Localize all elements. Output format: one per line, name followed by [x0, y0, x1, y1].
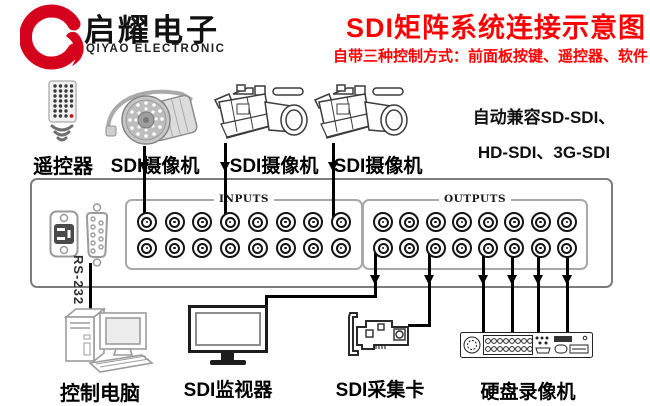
arrow-down-icon — [370, 275, 380, 285]
bnc-connector — [399, 238, 420, 258]
power-inlet-icon — [49, 210, 79, 258]
arrow-down-icon — [507, 275, 517, 285]
input-bnc-grid — [127, 201, 361, 258]
brand-name-en: QIYAO ELECTRONIC — [86, 43, 226, 55]
bnc-connector — [504, 238, 525, 258]
bnc-connector — [220, 212, 241, 232]
bnc-connector — [136, 238, 157, 258]
page-subtitle: 自带三种控制方式：前面板按键、遥控器、软件 — [332, 48, 648, 65]
bnc-connector — [275, 238, 296, 258]
compatibility-note: 自动兼容SD-SDI、 HD-SDI、3G-SDI — [448, 100, 640, 170]
control-computer-icon — [56, 305, 156, 373]
arrow-down-icon — [139, 162, 149, 172]
bnc-connector — [504, 212, 525, 232]
monitor-stand — [221, 353, 234, 360]
arrow-down-icon — [424, 275, 434, 285]
arrow-down-icon — [220, 162, 230, 172]
connection-output-capture — [428, 248, 431, 327]
connection-output-dvr — [537, 248, 540, 334]
connection-camera1-input — [143, 146, 146, 222]
bnc-connector — [331, 238, 352, 258]
bullet-camera-icon — [104, 84, 198, 152]
remote-control-icon — [46, 80, 80, 144]
bnc-connector — [425, 212, 446, 232]
camera-label-1: SDI摄像机 — [110, 156, 200, 177]
bnc-connector — [303, 238, 324, 258]
bnc-connector — [247, 212, 268, 232]
page-title: SDI矩阵系统连接示意图 — [345, 13, 646, 43]
output-bnc-grid — [364, 201, 586, 258]
bnc-connector — [220, 238, 241, 258]
bnc-connector — [136, 212, 157, 232]
bnc-connector — [451, 238, 472, 258]
outputs-label: OUTPUTS — [438, 193, 512, 205]
connection-output-monitor — [265, 295, 377, 298]
arrow-down-icon — [562, 275, 572, 285]
connection-output-dvr — [566, 248, 569, 334]
connection-camera2-input — [224, 143, 227, 222]
connection-output-dvr — [482, 248, 485, 334]
sdi-camcorder-icon — [207, 80, 311, 150]
remote-label: 遥控器 — [33, 156, 93, 178]
bnc-connector — [247, 238, 268, 258]
inputs-label: INPUTS — [214, 193, 274, 205]
rs232-label: RS-232 — [71, 255, 86, 306]
connection-output-capture — [408, 324, 430, 327]
bnc-connector — [192, 212, 213, 232]
bnc-connector — [451, 212, 472, 232]
bnc-connector — [192, 238, 213, 258]
monitor-screen — [195, 312, 261, 346]
compatibility-note-line1: 自动兼容SD-SDI、 — [472, 108, 616, 127]
bnc-connector — [425, 238, 446, 258]
brand-name-cn: 启耀电子 — [84, 13, 220, 48]
bnc-connector — [556, 238, 577, 258]
connection-output-dvr — [511, 248, 514, 334]
connection-output-monitor — [265, 295, 268, 308]
connection-output-monitor — [374, 248, 377, 298]
monitor-label: SDI监视器 — [183, 380, 273, 401]
bnc-connector — [478, 212, 499, 232]
rs232-db9-port-icon — [84, 203, 110, 267]
monitor-stand-base — [210, 360, 246, 365]
bnc-connector — [164, 212, 185, 232]
bnc-connector — [303, 212, 324, 232]
bnc-connector — [530, 238, 551, 258]
bnc-connector — [164, 238, 185, 258]
arrow-down-icon — [328, 162, 338, 172]
computer-label: 控制电脑 — [60, 383, 140, 405]
hdd-recorder-icon — [460, 332, 593, 358]
connection-camera3-input — [332, 143, 335, 222]
bnc-connector — [373, 238, 394, 258]
qiyao-logo-icon — [20, 4, 84, 70]
inputs-group: INPUTS — [125, 193, 363, 270]
camera-label-3: SDI摄像机 — [333, 156, 423, 177]
sdi-monitor-icon — [188, 305, 268, 353]
dvr-label: 硬盘录像机 — [480, 382, 576, 403]
matrix-chassis: INPUTS OUTPUTS — [30, 178, 613, 288]
arrow-down-icon — [533, 275, 543, 285]
compatibility-note-line2: HD-SDI、3G-SDI — [477, 143, 611, 162]
bnc-connector — [331, 212, 352, 232]
camera-label-2: SDI摄像机 — [229, 156, 319, 177]
connection-rs232-computer — [89, 263, 92, 318]
arrow-down-icon — [478, 275, 488, 285]
bnc-connector — [275, 212, 296, 232]
bnc-connector — [399, 212, 420, 232]
outputs-group: OUTPUTS — [362, 193, 588, 270]
bnc-connector — [478, 238, 499, 258]
capture-card-label: SDI采集卡 — [335, 380, 425, 401]
bnc-connector — [530, 212, 551, 232]
sdi-camcorder-icon — [307, 80, 411, 150]
sdi-capture-card-icon — [344, 311, 414, 359]
bnc-connector — [373, 212, 394, 232]
bnc-connector — [556, 212, 577, 232]
